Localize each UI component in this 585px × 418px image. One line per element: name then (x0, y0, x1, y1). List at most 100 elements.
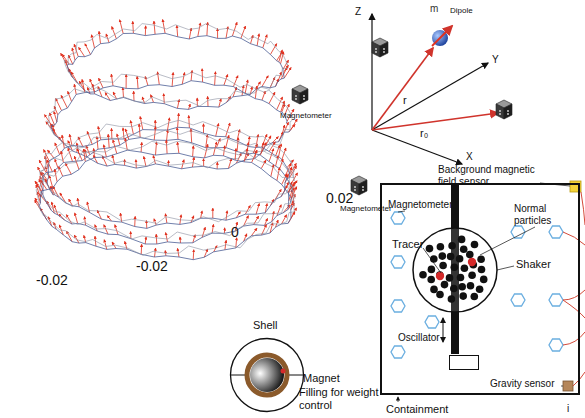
field-arrow (61, 95, 67, 108)
field-arrow (216, 124, 219, 137)
field-arrow (168, 118, 170, 130)
field-arrow (104, 240, 107, 250)
field-arrow (261, 160, 266, 168)
field-arrow (178, 248, 180, 257)
normal-particle (466, 251, 474, 259)
field-arrow (85, 217, 86, 226)
field-arrow (205, 144, 208, 158)
field-arrow (145, 26, 146, 36)
field-arrow (72, 48, 75, 60)
field-rings (35, 20, 298, 260)
normal-particle (441, 281, 449, 289)
field-arrow (78, 137, 83, 147)
field-arrow (66, 163, 72, 174)
field-arrow (244, 216, 249, 226)
label: Dipole (450, 6, 473, 15)
field-arrow (94, 149, 95, 158)
field-arrow (226, 211, 227, 220)
field-arrow (284, 122, 288, 132)
tracer-particle (468, 258, 476, 266)
normal-particle (457, 274, 465, 282)
field-arrow (154, 21, 155, 34)
field-arrow (281, 52, 284, 64)
normal-particle (448, 295, 456, 303)
field-arrow (188, 116, 190, 128)
field-arrow (108, 134, 109, 148)
field-arrow (126, 75, 127, 89)
field-arrow (62, 135, 64, 148)
normal-particle (448, 242, 456, 250)
field-arrow (132, 21, 134, 33)
tracer-particle (436, 272, 444, 280)
label: Background magnetic field sensor (438, 164, 550, 187)
shell-outline (229, 337, 305, 413)
field-arrow (167, 130, 168, 141)
field-arrow (217, 29, 218, 39)
field-arrow (131, 121, 134, 135)
label: i (567, 403, 569, 415)
label: Gravity sensor (490, 378, 554, 390)
field-arrow (166, 233, 168, 242)
field-arrow (49, 176, 53, 188)
normal-particle (447, 253, 455, 261)
field-arrow (122, 88, 124, 98)
field-arrow (257, 34, 259, 46)
field-arrow (82, 79, 85, 92)
shaker-motion-arrow (443, 318, 444, 342)
field-arrow (68, 55, 72, 64)
field-arrow (87, 202, 89, 212)
field-arrow (154, 219, 156, 225)
field-arrow (233, 76, 238, 87)
normal-particle (437, 243, 445, 251)
field-arrow (245, 80, 248, 93)
field-arrow (212, 208, 213, 218)
sensor-wires (563, 192, 585, 386)
label: 0.02 (326, 190, 353, 206)
field-arrow (123, 128, 124, 139)
field-arrow (269, 92, 275, 103)
normal-particle (459, 292, 467, 300)
normal-particle (419, 271, 427, 279)
field-arrow (168, 161, 169, 167)
field-arrow (70, 134, 73, 145)
field-arrow (189, 28, 191, 39)
field-arrow (137, 76, 138, 89)
label: r₀ (420, 127, 428, 140)
field-arrow (192, 157, 194, 167)
field-arrow (237, 138, 238, 152)
label: Filling for weight control (299, 386, 394, 411)
oscillator-box: Oscillator (449, 355, 479, 370)
normal-particle (427, 276, 435, 284)
field-arrow (85, 44, 91, 55)
label: -0.02 (136, 258, 168, 274)
field-arrow (216, 139, 220, 148)
field-arrow (193, 250, 195, 260)
normal-particle (439, 262, 447, 270)
field-arrow (111, 128, 112, 139)
field-arrow (68, 91, 72, 101)
field-arrow (224, 228, 225, 233)
ring-outline (47, 127, 290, 228)
magnet-dot (281, 369, 286, 374)
field-arrow (166, 140, 168, 154)
field-arrow (154, 127, 155, 141)
field-arrow (255, 86, 256, 99)
field-arrow (84, 149, 86, 162)
field-arrow (144, 157, 146, 167)
field-arrow (203, 124, 204, 133)
normal-particle (451, 263, 459, 271)
normal-particle (458, 283, 466, 291)
normal-particle (446, 274, 454, 282)
normal-particle (458, 236, 466, 244)
field-arrow (125, 138, 127, 150)
field-arrow (226, 135, 229, 147)
field-arrow (232, 22, 237, 36)
shell-circle: Shell (229, 337, 305, 413)
field-arrow (284, 68, 291, 79)
normal-particle (436, 291, 444, 299)
field-arrow (224, 75, 228, 86)
field-arrow (156, 142, 157, 155)
field-arrow (283, 65, 288, 72)
field-arrow (135, 160, 136, 168)
ring-outline (39, 130, 295, 239)
